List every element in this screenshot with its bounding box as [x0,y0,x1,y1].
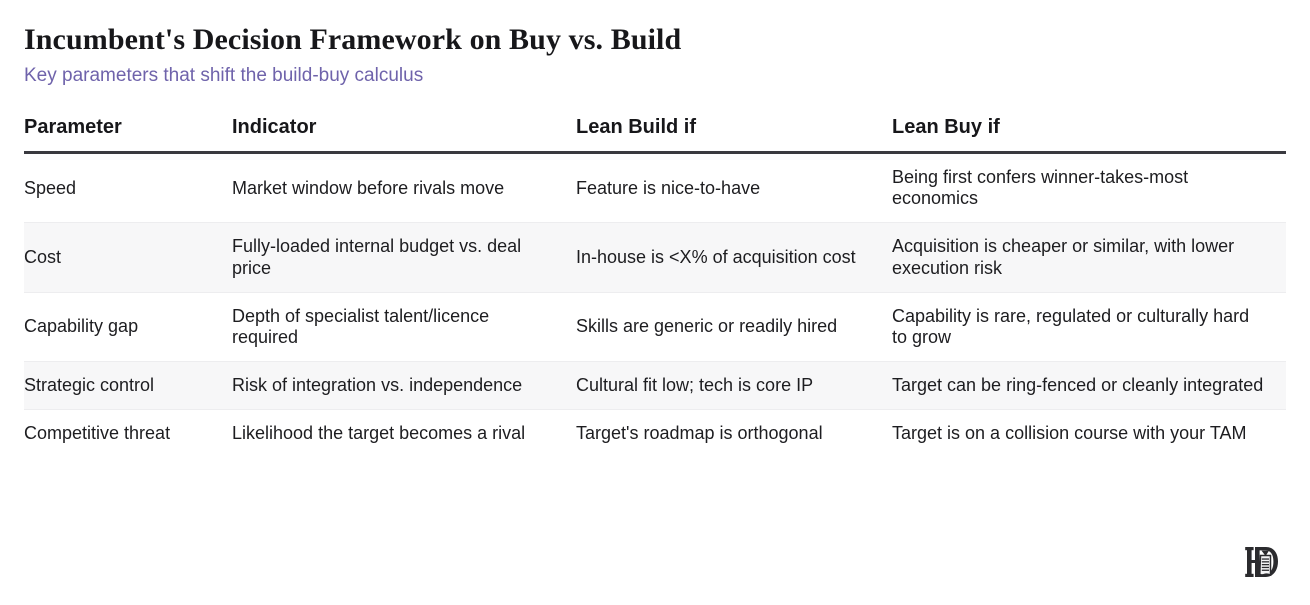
column-header-lean-buy: Lean Buy if [892,116,1286,155]
cell-parameter: Capability gap [24,292,232,362]
cell-indicator: Market window before rivals move [232,152,576,224]
cell-lean-buy: Capability is rare, regulated or cultura… [892,292,1286,362]
table-header-row: Parameter Indicator Lean Build if Lean B… [24,116,1286,155]
cell-lean-build: Target's roadmap is orthogonal [576,422,823,443]
cell-lean-build: Skills are generic or readily hired [576,292,892,362]
cell-lean-buy: Target can be ring-fenced or cleanly int… [892,361,1286,410]
page-subtitle: Key parameters that shift the build-buy … [24,64,424,86]
table-row: Capability gap Depth of specialist talen… [24,292,1286,362]
column-header-parameter: Parameter [24,116,232,155]
cell-lean-buy: Target is on a collision course with you… [892,422,1247,443]
cell-lean-buy: Being first confers winner-takes-most ec… [892,152,1286,224]
cell-indicator: Likelihood the target becomes a rival [232,422,526,443]
column-header-indicator: Indicator [232,116,576,155]
cell-parameter: Strategic control [24,361,232,410]
decision-framework-table: Parameter Indicator Lean Build if Lean B… [24,116,1286,456]
cell-parameter: Cost [24,222,232,293]
cell-lean-build: Feature is nice-to-have [576,152,892,224]
table-row: Speed Market window before rivals move F… [24,152,1286,224]
cell-lean-build: Cultural fit low; tech is core IP [576,361,892,410]
cell-parameter: Competitive threat [24,422,171,443]
table-row: Cost Fully-loaded internal budget vs. de… [24,222,1286,293]
table-row: Competitive threat Likelihood the target… [24,409,1286,457]
publisher-monogram-logo-icon [1240,541,1284,585]
table-row: Strategic control Risk of integration vs… [24,361,1286,410]
column-header-lean-build: Lean Build if [576,116,892,155]
page-title: Incumbent's Decision Framework on Buy vs… [24,23,682,56]
cell-indicator: Fully-loaded internal budget vs. deal pr… [232,222,576,293]
cell-lean-buy: Acquisition is cheaper or similar, with … [892,222,1286,293]
cell-parameter: Speed [24,152,232,224]
cell-lean-build: In-house is <X% of acquisition cost [576,222,892,293]
cell-indicator: Risk of integration vs. independence [232,361,576,410]
cell-indicator: Depth of specialist talent/licence requi… [232,292,576,362]
